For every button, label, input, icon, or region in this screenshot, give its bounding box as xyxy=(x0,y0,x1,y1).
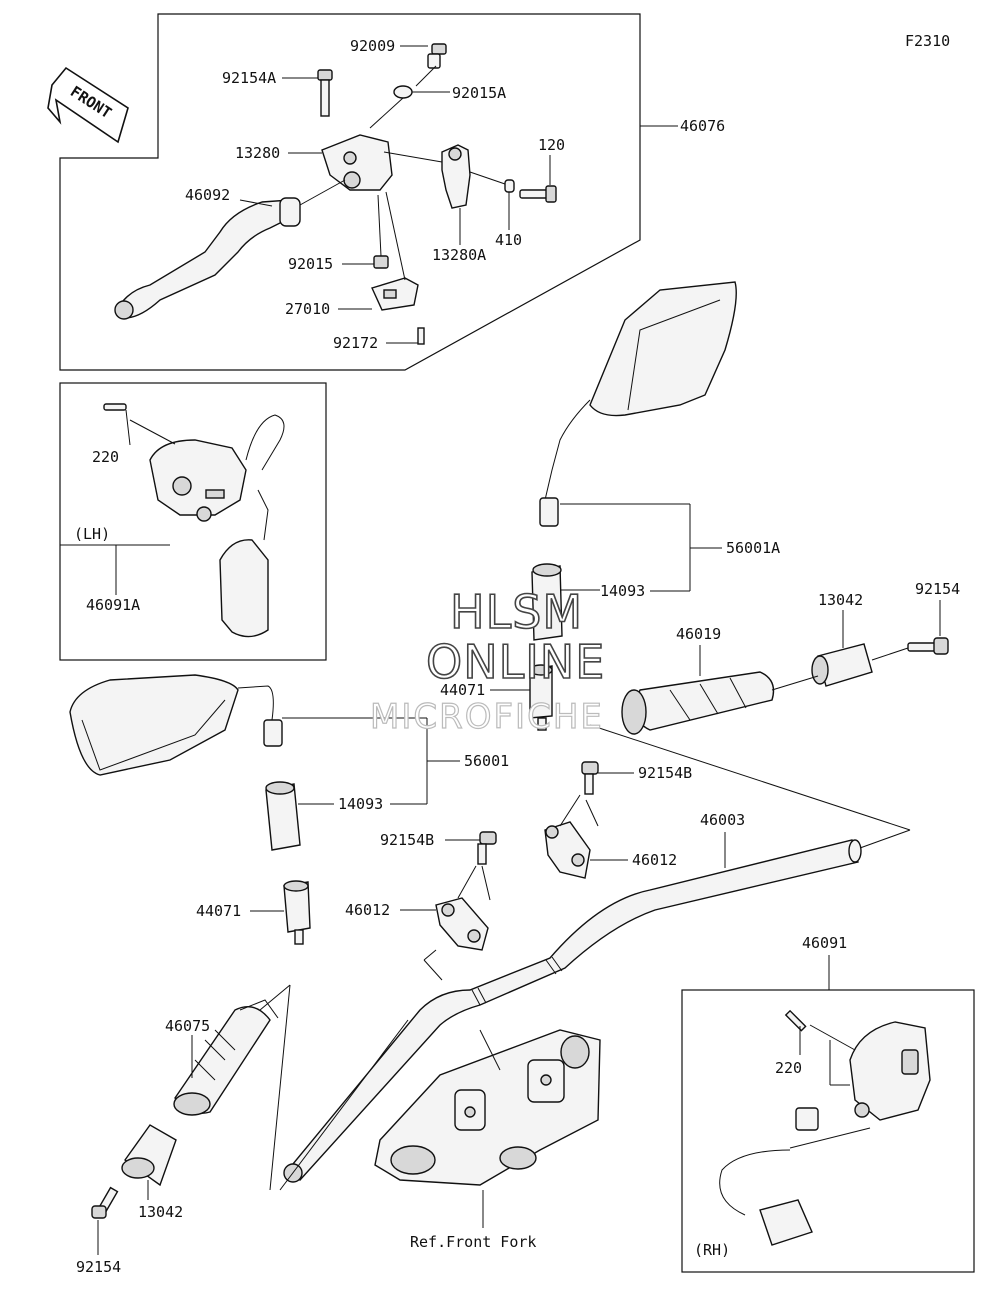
label-46003: 46003 xyxy=(700,811,745,829)
label-92154A: 92154A xyxy=(222,69,276,87)
clamp-upper-right-drawing xyxy=(544,821,591,879)
lh-leader-lines xyxy=(60,409,176,595)
washer-410-drawing xyxy=(504,179,515,193)
label-92172: 92172 xyxy=(333,334,378,352)
holder-clamp-drawing xyxy=(441,144,471,209)
label-46076: 46076 xyxy=(680,117,725,135)
bolt-92154-bottom-drawing xyxy=(91,1186,119,1219)
watermark-line-2: ONLINE xyxy=(426,635,605,689)
label-46019: 46019 xyxy=(676,625,721,643)
clamp-lower-left-drawing xyxy=(435,897,489,951)
mirror-a-leader-lines xyxy=(490,503,722,691)
bolt-120-drawing xyxy=(519,185,557,203)
front-fork-yoke-drawing xyxy=(374,1029,601,1186)
bolt-92154-top-drawing xyxy=(907,637,949,655)
label-120: 120 xyxy=(538,136,565,154)
label-92015A: 92015A xyxy=(452,84,506,102)
label-92154-bottom: 92154 xyxy=(76,1258,121,1276)
screw-92172-drawing xyxy=(417,327,425,345)
lever-leader-lines xyxy=(239,45,678,344)
label-46075: 46075 xyxy=(165,1017,210,1035)
label-44071-a: 44071 xyxy=(440,681,485,699)
bolt-92154B-left-drawing xyxy=(477,831,497,865)
label-92015: 92015 xyxy=(288,255,333,273)
label-220-rh: 220 xyxy=(775,1059,802,1077)
bolt-92154A-drawing xyxy=(317,69,333,117)
right-mirror-drawing xyxy=(529,281,737,731)
label-92009: 92009 xyxy=(350,37,395,55)
label-14093-b: 14093 xyxy=(338,795,383,813)
label-13280: 13280 xyxy=(235,144,280,162)
clutch-lever-drawing xyxy=(114,197,301,320)
watermark-line-1: HLSM xyxy=(450,585,583,639)
label-46012-b: 46012 xyxy=(345,901,390,919)
clamp-leader-lines xyxy=(400,772,726,981)
label-lh: (LH) xyxy=(74,525,110,543)
label-13042-top: 13042 xyxy=(818,591,863,609)
label-13042-bottom: 13042 xyxy=(138,1203,183,1221)
front-arrow-icon: FRONT xyxy=(47,66,129,144)
label-92154B-a: 92154B xyxy=(638,764,692,782)
mirror-b-leader-lines xyxy=(250,717,460,912)
label-14093-a: 14093 xyxy=(600,582,645,600)
right-grip-drawing xyxy=(621,671,775,735)
label-27010: 27010 xyxy=(285,300,330,318)
rh-switch-box xyxy=(681,989,975,1273)
switch-27010-drawing xyxy=(371,277,419,311)
label-46012-a: 46012 xyxy=(632,851,677,869)
lever-assembly-box xyxy=(59,13,641,371)
left-grip-drawing xyxy=(173,999,279,1116)
rh-switch-drawing xyxy=(719,1009,931,1246)
label-92154-top: 92154 xyxy=(915,580,960,598)
label-46091A: 46091A xyxy=(86,596,140,614)
handlebar-drawing xyxy=(279,724,911,1191)
lever-holder-drawing xyxy=(321,134,393,191)
label-220-lh: 220 xyxy=(92,448,119,466)
watermark-line-3: MICROFICHE xyxy=(370,697,604,737)
bolt-92009-drawing xyxy=(427,43,447,69)
lh-switch-drawing xyxy=(103,403,285,638)
label-ref-front-fork: Ref.Front Fork xyxy=(410,1233,536,1251)
figure-code: F2310 xyxy=(905,32,950,50)
left-grip-leader-lines xyxy=(97,984,291,1255)
label-410: 410 xyxy=(495,231,522,249)
label-13280A: 13280A xyxy=(432,246,486,264)
lh-switch-box xyxy=(59,382,327,661)
nut-92015-drawing xyxy=(373,255,389,269)
label-56001A: 56001A xyxy=(726,539,780,557)
label-46091: 46091 xyxy=(802,934,847,952)
label-44071-b: 44071 xyxy=(196,902,241,920)
yoke-leader-lines xyxy=(479,1029,501,1228)
label-rh: (RH) xyxy=(694,1241,730,1259)
bolt-92154B-right-drawing xyxy=(581,761,599,795)
rh-leader-lines xyxy=(799,955,856,1086)
left-mirror-drawing xyxy=(69,674,311,945)
grip-leader-lines xyxy=(699,600,941,691)
bar-end-weight-top-drawing xyxy=(811,643,873,687)
label-92154B-b: 92154B xyxy=(380,831,434,849)
washer-92015A-drawing xyxy=(393,85,413,99)
label-56001: 56001 xyxy=(464,752,509,770)
bar-end-weight-bottom-drawing xyxy=(121,1124,177,1187)
label-46092: 46092 xyxy=(185,186,230,204)
